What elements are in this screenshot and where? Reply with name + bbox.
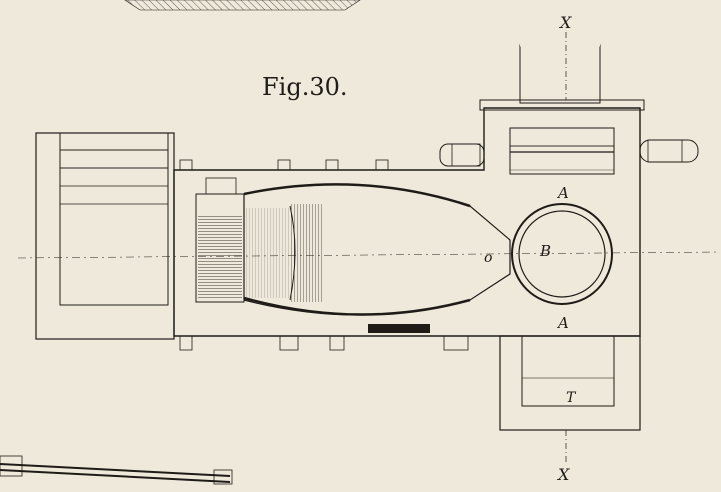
section-mark-top: X	[558, 13, 572, 32]
right-pipe-fitting	[639, 139, 699, 163]
axis-line	[17, 251, 721, 259]
figure-title: Fig.30.	[262, 73, 348, 101]
lower-box	[499, 335, 641, 431]
main-body	[173, 99, 645, 337]
grate-bars	[198, 214, 242, 300]
label-o: o	[484, 250, 492, 266]
section-mark-bottom: X	[556, 465, 570, 484]
rod-fragment	[0, 455, 233, 485]
bottom-bolts	[179, 335, 469, 351]
label-a-top: A	[556, 184, 569, 202]
label-b: B	[539, 242, 551, 260]
left-pipe-fitting	[439, 143, 485, 167]
left-box	[35, 132, 175, 340]
previous-figure-fragment	[124, 0, 361, 11]
top-chimney	[519, 43, 601, 104]
top-bolts	[179, 159, 389, 171]
label-a-bottom: A	[556, 314, 569, 332]
label-t: T	[566, 390, 577, 406]
